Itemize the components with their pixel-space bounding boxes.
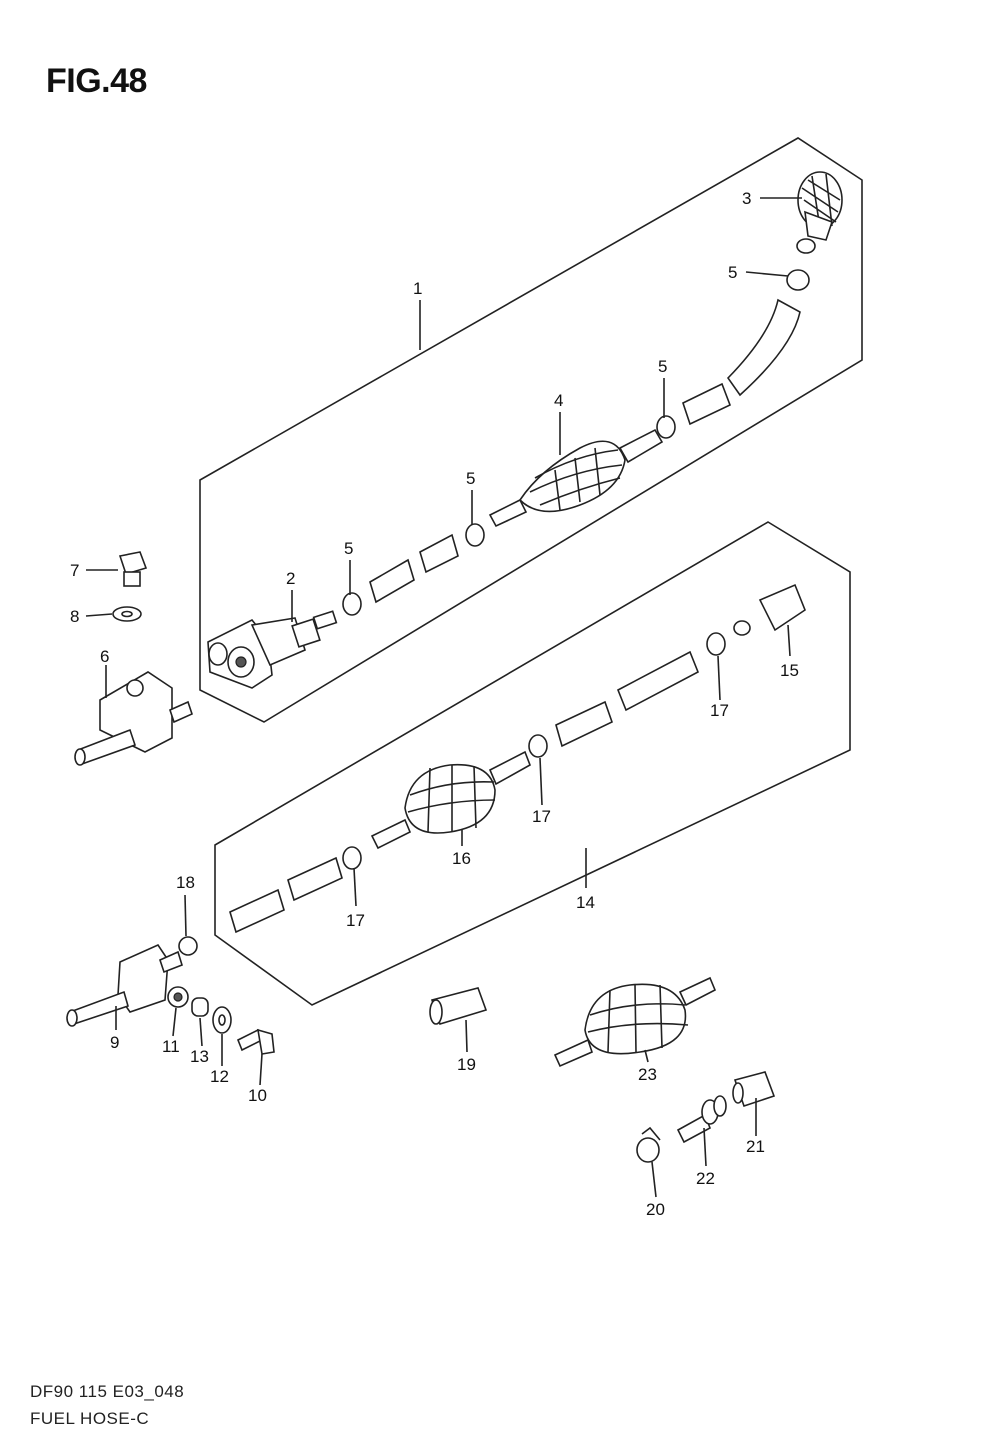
fitting-part-22 xyxy=(676,1095,727,1144)
callout-15: 15 xyxy=(780,661,799,680)
callout-3: 3 xyxy=(742,189,751,208)
callout-22: 22 xyxy=(696,1169,715,1188)
primer-bulb-part-4 xyxy=(488,428,664,528)
callout-13: 13 xyxy=(190,1047,209,1066)
fuel-connector-part-2 xyxy=(207,610,338,689)
callout-2: 2 xyxy=(286,569,295,588)
callout-17a: 17 xyxy=(346,911,365,930)
callout-10: 10 xyxy=(248,1086,267,1105)
bolt-part-10 xyxy=(236,1028,275,1055)
callout-9: 9 xyxy=(110,1033,119,1052)
fuel-joint-part-6 xyxy=(74,671,193,766)
clip-icons-part-17 xyxy=(342,632,726,870)
figure-code: DF90 115 E03_048 xyxy=(30,1382,185,1401)
callout-11: 11 xyxy=(162,1037,180,1056)
primer-bulb-part-23 xyxy=(553,976,717,1068)
callout-5c: 5 xyxy=(658,357,667,376)
callout-23: 23 xyxy=(638,1065,657,1084)
leader-lines xyxy=(85,197,802,1198)
callout-5b: 5 xyxy=(466,469,475,488)
washer-part-12 xyxy=(212,1006,232,1034)
clip-part-18 xyxy=(178,936,198,956)
callout-17b: 17 xyxy=(532,807,551,826)
grommet-part-11 xyxy=(167,986,189,1008)
hose-part-21 xyxy=(732,1071,776,1108)
figure-name: FUEL HOSE-C xyxy=(30,1409,150,1428)
callout-17c: 17 xyxy=(710,701,729,720)
clip-icons-part-5 xyxy=(342,269,810,616)
callout-14: 14 xyxy=(576,893,595,912)
callout-18: 18 xyxy=(176,873,195,892)
callout-1: 1 xyxy=(413,279,422,298)
hose-segments-assembly-1 xyxy=(369,298,801,604)
hose-segments-assembly-14 xyxy=(229,650,700,934)
assembly-1-frame xyxy=(199,137,863,723)
fitting-part-15 xyxy=(733,583,806,636)
assembly-14-frame xyxy=(214,521,851,1006)
collar-part-13 xyxy=(191,997,209,1017)
washer-part-8 xyxy=(112,606,142,622)
callout-7: 7 xyxy=(70,561,79,580)
callout-5a: 5 xyxy=(344,539,353,558)
fuel-joint-part-9 xyxy=(66,943,183,1027)
callout-19: 19 xyxy=(457,1055,476,1074)
callout-8: 8 xyxy=(70,607,79,626)
hose-part-19 xyxy=(429,987,488,1025)
callout-4: 4 xyxy=(554,391,563,410)
primer-bulb-part-16 xyxy=(370,750,531,850)
callout-21: 21 xyxy=(746,1137,765,1156)
callout-5d: 5 xyxy=(728,263,737,282)
bolt-part-7 xyxy=(118,551,148,587)
callout-20: 20 xyxy=(646,1200,665,1219)
clip-part-20 xyxy=(636,1126,661,1163)
callout-6: 6 xyxy=(100,647,109,666)
callout-16: 16 xyxy=(452,849,471,868)
figure-title: FIG.48 xyxy=(46,62,147,100)
callout-12: 12 xyxy=(210,1067,229,1086)
end-fitting-part-3 xyxy=(796,171,843,254)
